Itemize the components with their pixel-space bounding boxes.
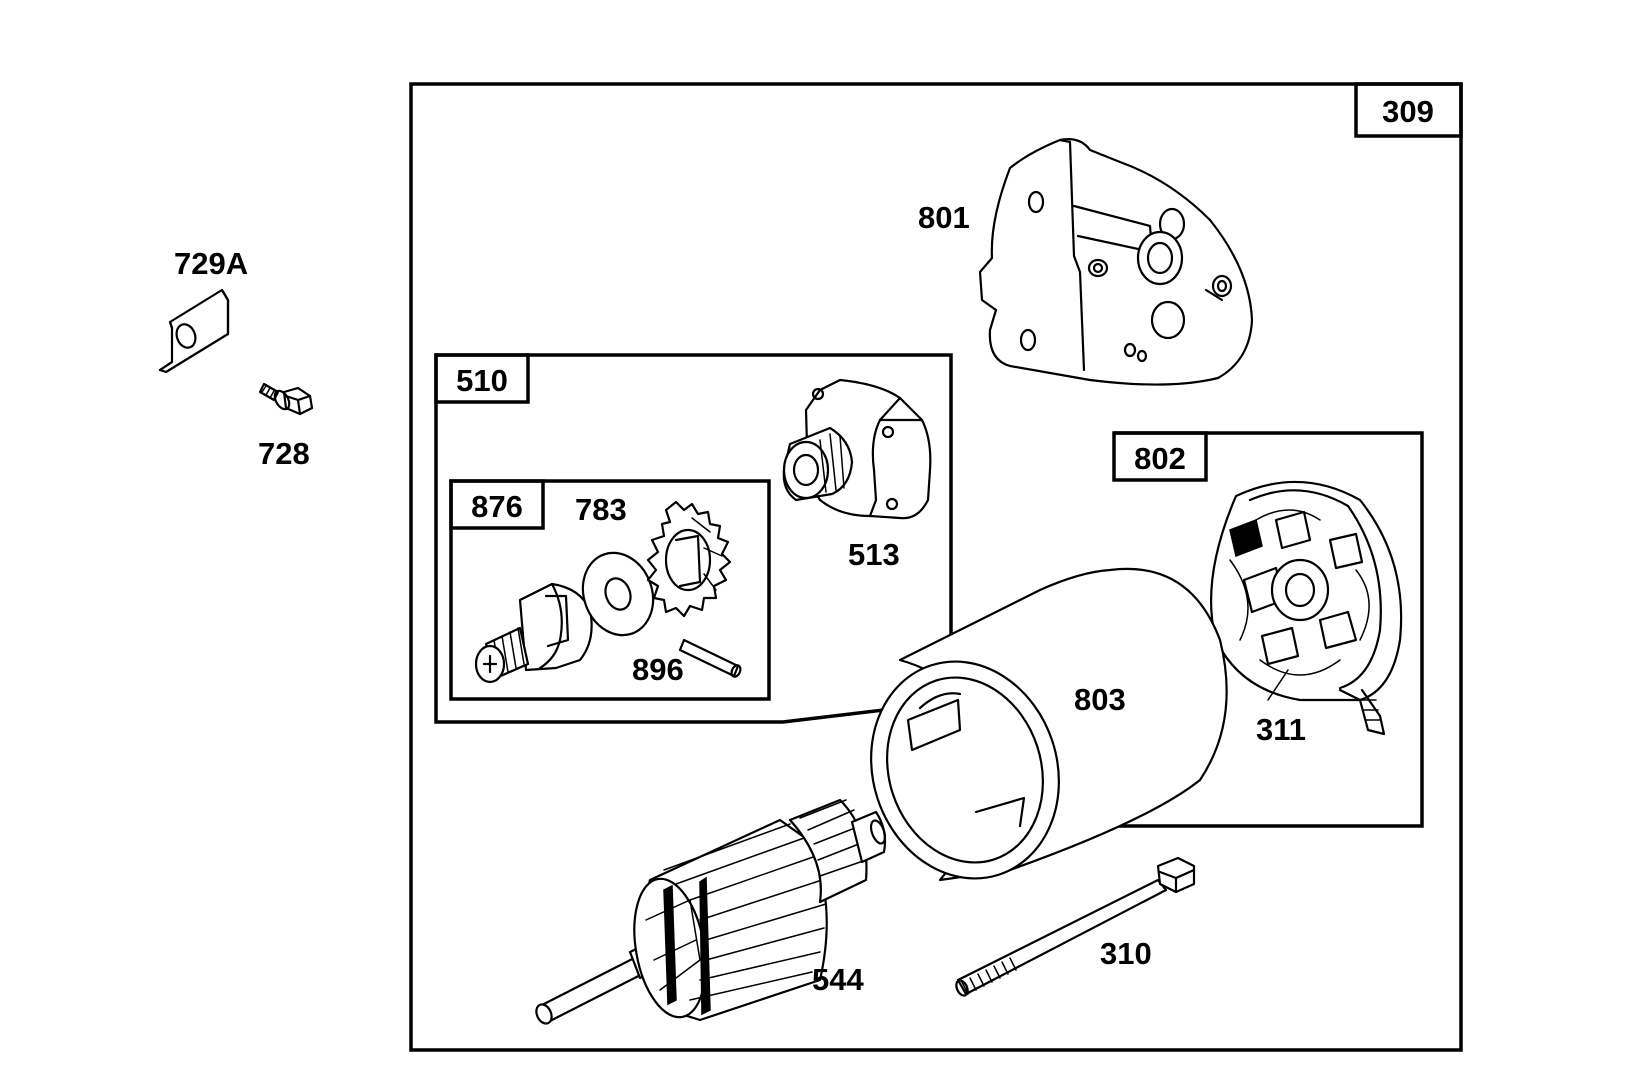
brush-holder-part: 311 bbox=[1209, 480, 1403, 747]
drive-sub-kit-frame: 876 bbox=[449, 479, 771, 701]
end-cap-part: 801 bbox=[918, 138, 1254, 386]
label-drive-housing: 513 bbox=[848, 537, 900, 572]
screw-part: 728 bbox=[258, 382, 314, 471]
label-screw: 728 bbox=[258, 436, 310, 471]
label-washer: 783 bbox=[575, 492, 627, 527]
starter-drive-kit-frame: 510 bbox=[434, 353, 953, 724]
label-brush-holder: 311 bbox=[1256, 712, 1306, 747]
clutch-spring-part bbox=[474, 582, 593, 684]
label-drive-sub-kit: 876 bbox=[471, 489, 523, 524]
pinion-gear-part bbox=[646, 500, 732, 618]
label-pin: 896 bbox=[632, 652, 684, 687]
label-assembly: 309 bbox=[1382, 94, 1434, 129]
label-end-cap: 801 bbox=[918, 200, 970, 235]
label-bracket: 729A bbox=[174, 246, 248, 281]
assembly-frame: 309 bbox=[409, 82, 1463, 1052]
drive-housing-part: 513 bbox=[782, 378, 932, 572]
bracket-part: 729A bbox=[158, 246, 248, 374]
housing-part: 803 bbox=[870, 567, 1228, 882]
washer-part bbox=[581, 551, 655, 637]
label-armature: 544 bbox=[812, 962, 864, 997]
pin-part: 896 bbox=[632, 638, 742, 687]
label-through-bolt: 310 bbox=[1100, 936, 1152, 971]
armature-part: 544 bbox=[535, 798, 887, 1025]
through-bolt-part: 310 bbox=[955, 856, 1196, 997]
label-starter-drive-kit: 510 bbox=[456, 363, 508, 398]
label-brush-kit: 802 bbox=[1134, 441, 1186, 476]
label-housing: 803 bbox=[1074, 682, 1126, 717]
